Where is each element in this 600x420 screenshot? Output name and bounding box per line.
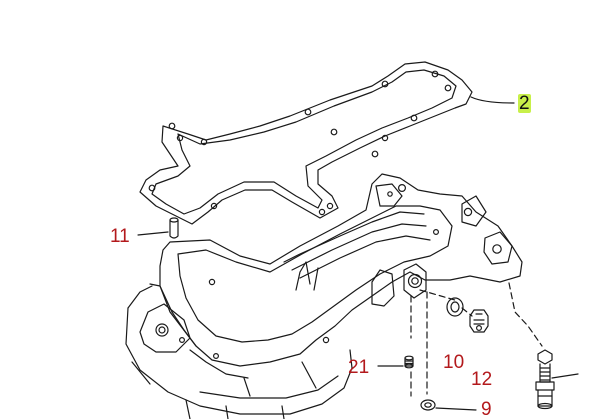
- callout-2[interactable]: 2: [518, 93, 531, 114]
- callout-9[interactable]: 9: [481, 399, 492, 420]
- callout-11[interactable]: 11: [110, 226, 130, 247]
- dowel-pin-part[interactable]: [169, 217, 179, 239]
- drain-plug-part[interactable]: [469, 309, 489, 333]
- bolt-part[interactable]: [535, 349, 579, 410]
- washer-part[interactable]: [446, 297, 464, 317]
- callout-12[interactable]: 12: [471, 369, 493, 390]
- assembly-dashed-lines: [410, 282, 543, 397]
- callout-21[interactable]: 21: [348, 357, 370, 378]
- callout-10[interactable]: 10: [443, 352, 465, 373]
- o-ring-part[interactable]: [420, 399, 436, 411]
- adapter-body-part[interactable]: [125, 173, 523, 419]
- leader-lines: [137, 96, 515, 411]
- screw-part[interactable]: [404, 355, 414, 369]
- gasket-part[interactable]: [139, 61, 473, 225]
